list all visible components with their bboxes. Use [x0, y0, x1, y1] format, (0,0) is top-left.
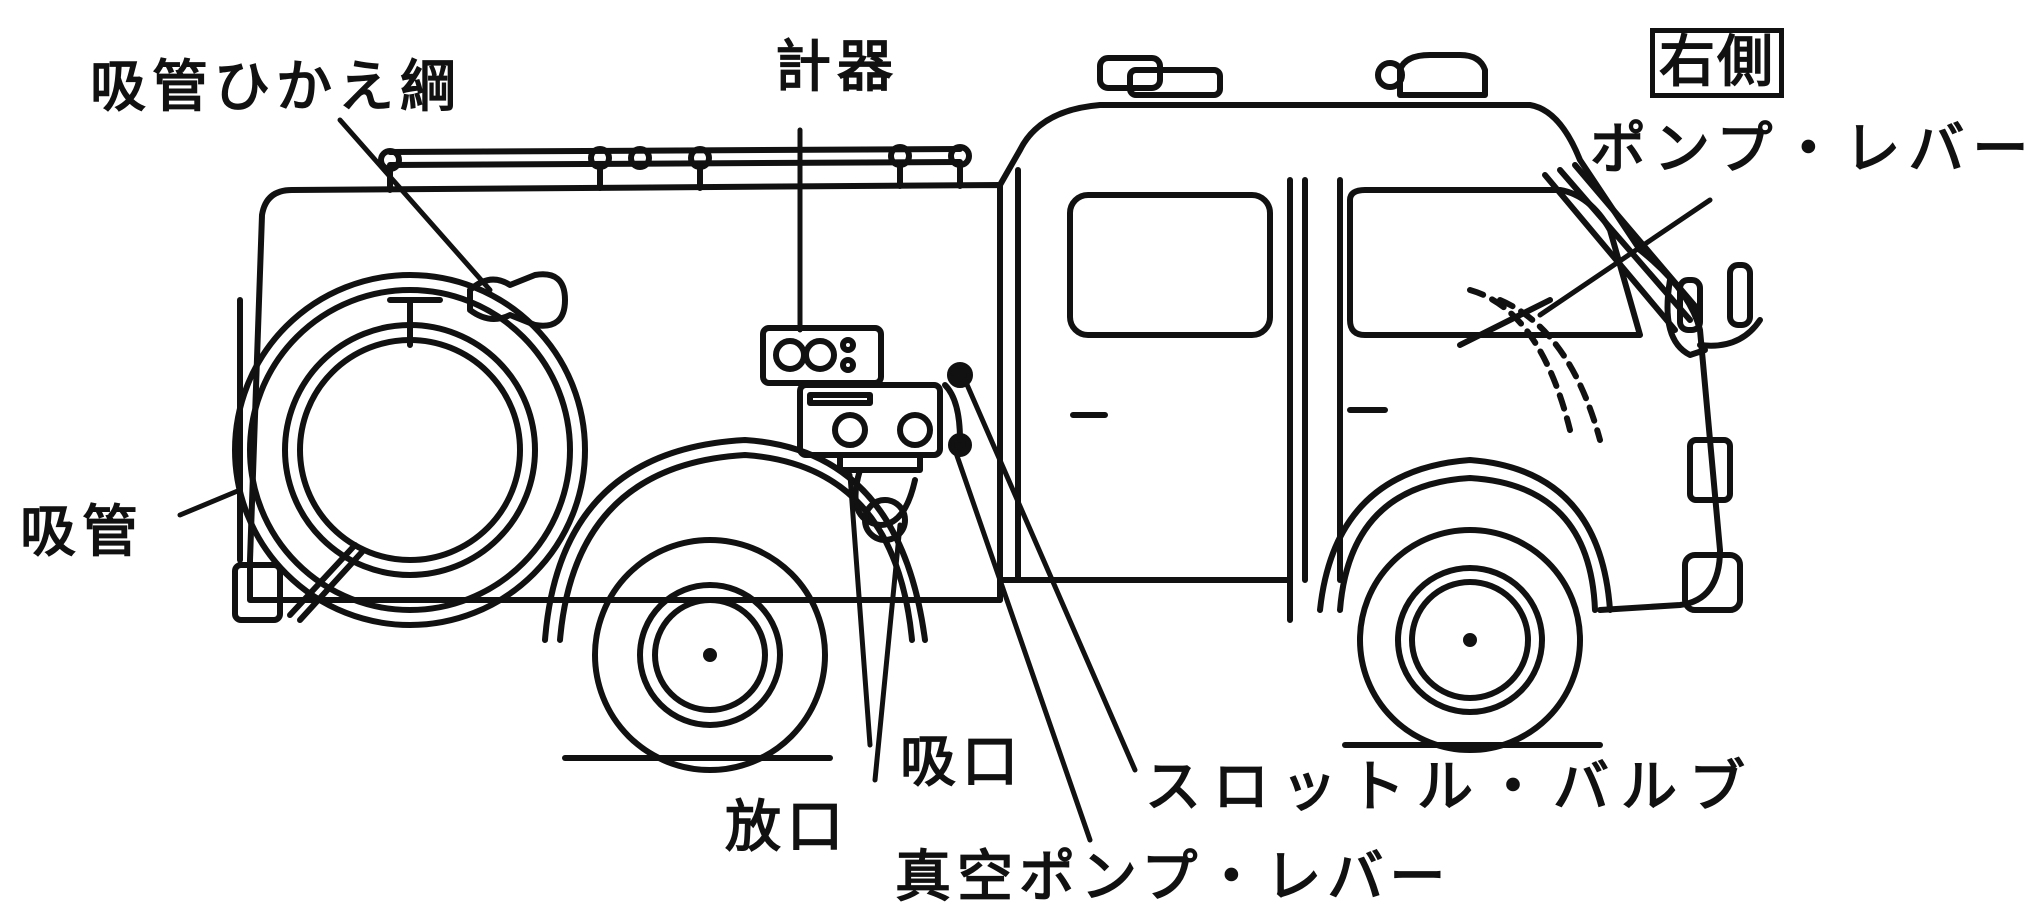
label-throttle-valve: スロットル・バルブ [1145, 755, 1757, 820]
label-vacuum-pump-lever: 真空ポンプ・レバー [895, 845, 1452, 910]
label-suction-rope: 吸管ひかえ綱 [90, 55, 462, 120]
strainer [467, 271, 568, 329]
front-wheel [1357, 527, 1583, 753]
front-wheel-arch [1317, 457, 1613, 613]
rear-cab-window [1067, 192, 1273, 338]
rear-wheel [592, 537, 828, 773]
side-label-right: 右側 [1650, 28, 1784, 98]
label-intake: 吸口 [900, 730, 1024, 795]
pump-panel [760, 325, 973, 543]
roof-beacons [1097, 52, 1488, 98]
cab [997, 102, 1763, 623]
suction-hose-coil [232, 272, 588, 628]
label-gauges: 計器 [775, 35, 899, 100]
leader-lines [177, 117, 1713, 843]
label-pump-lever: ポンプ・レバー [1590, 117, 2029, 182]
label-outlet: 放口 [725, 795, 849, 860]
label-suction-pipe: 吸管 [20, 500, 144, 565]
